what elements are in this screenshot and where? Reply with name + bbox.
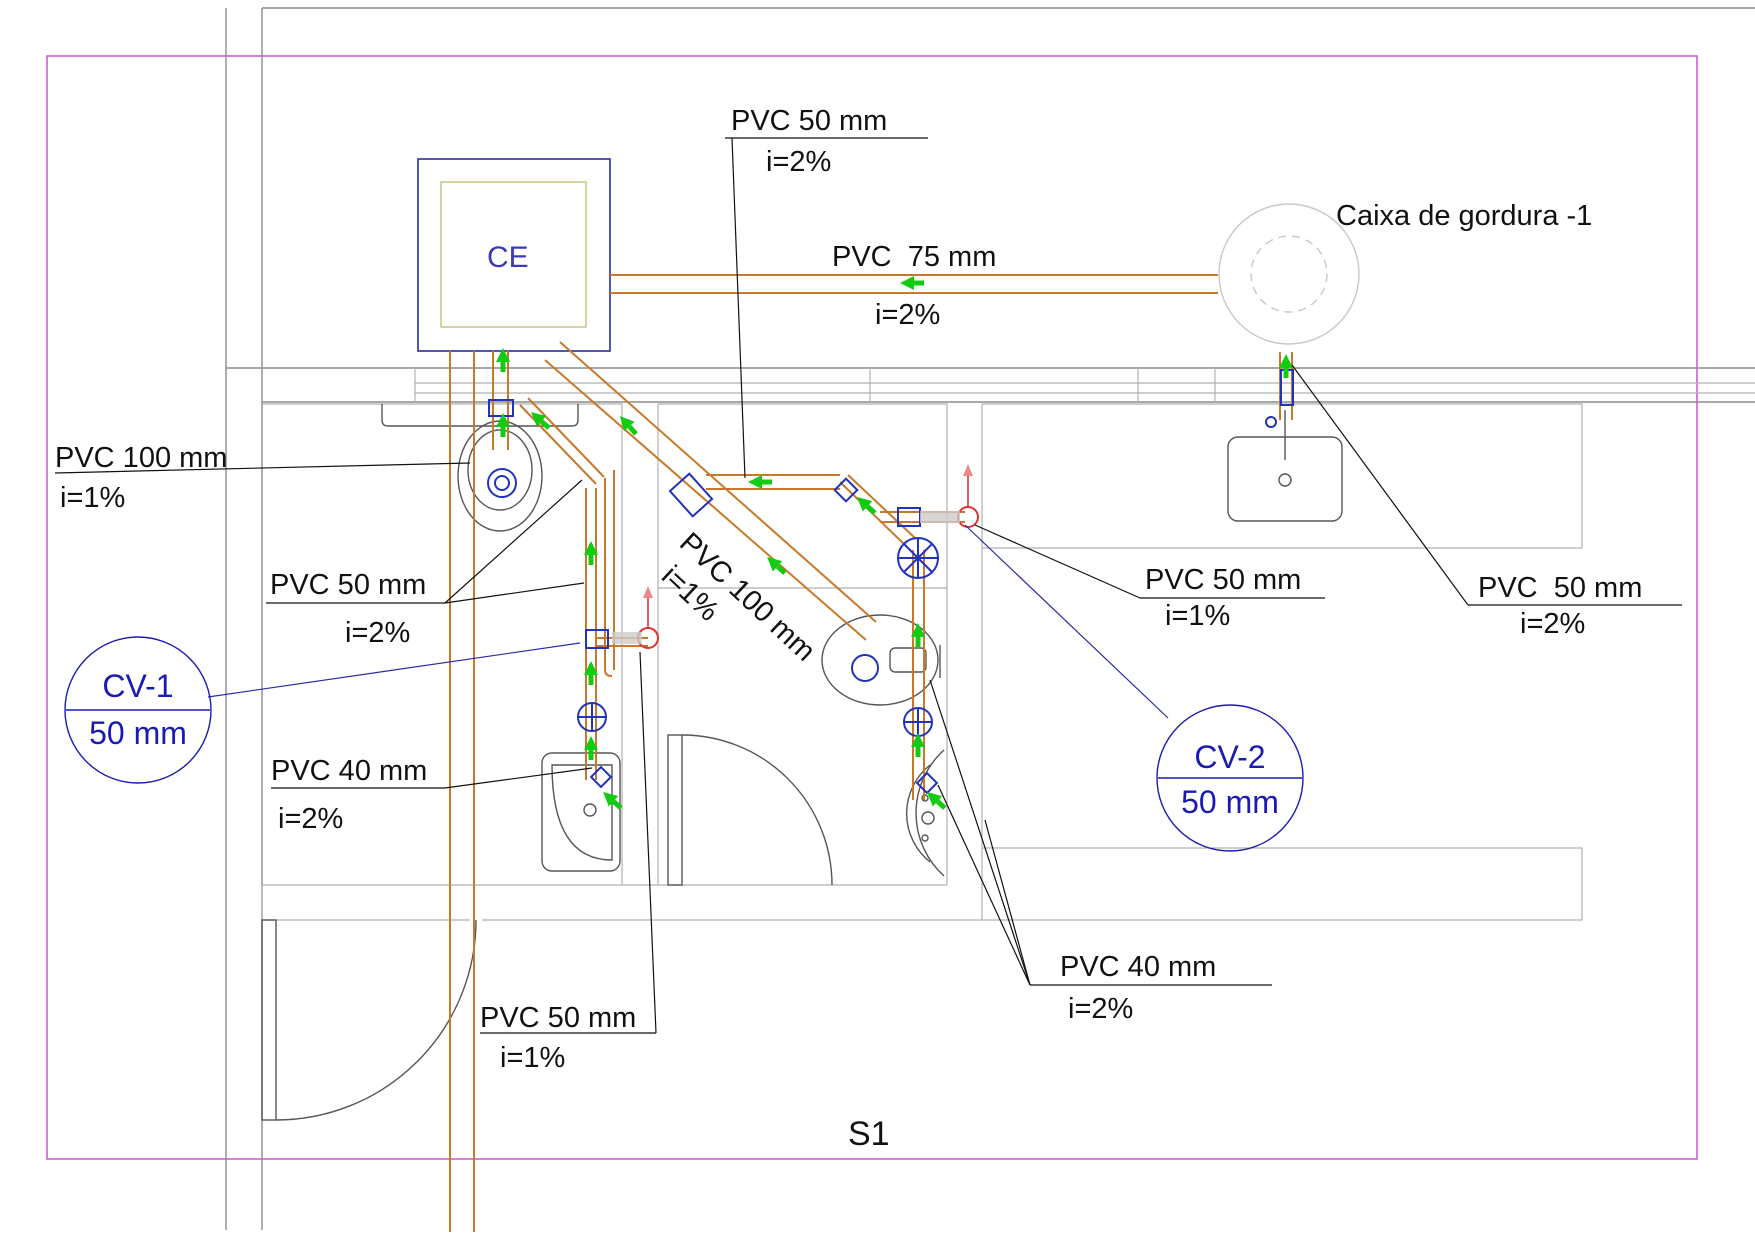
pipe-label-pvc40-bottom-slope: i=2% — [1068, 993, 1133, 1025]
pipe-label-pvc40-left-name: PVC 40 mm — [271, 755, 427, 787]
pipe-label-pvc50-right-slope: i=2% — [1520, 608, 1585, 640]
vent-id-cv2: CV-2 — [1194, 739, 1265, 775]
leader-lines — [54, 137, 1682, 1034]
fittings — [487, 369, 1294, 795]
toilet-right — [821, 614, 941, 706]
inspection-box-label: CE — [487, 241, 529, 274]
grease-box-label: Caixa de gordura -1 — [1336, 200, 1592, 232]
washbasin-right — [906, 749, 945, 877]
pipe-label-pvc50-top-name: PVC 50 mm — [731, 105, 887, 137]
pipe-label-pvc50-top-slope: i=2% — [766, 146, 831, 178]
pipe-labels: PVC 75 mm i=2% PVC 50 mm i=2% PVC 100 mm… — [55, 105, 1642, 1074]
pipe-label-pvc50-mid-name: PVC 50 mm — [1145, 564, 1301, 596]
vent-callout-cv2: CV-2 50 mm — [1156, 704, 1304, 852]
pipe-label-pvc50-left-name: PVC 50 mm — [270, 569, 426, 601]
vent-size-cv2: 50 mm — [1181, 784, 1279, 820]
doors — [261, 734, 833, 1121]
pipe-label-pvc100-left-slope: i=1% — [60, 482, 125, 514]
vent-id-cv1: CV-1 — [102, 668, 173, 704]
pipe-label-pvc40-bottom-name: PVC 40 mm — [1060, 951, 1216, 983]
kitchen-sink — [1227, 410, 1343, 522]
pipe-label-pvc50-mid-slope: i=1% — [1165, 600, 1230, 632]
toilet-left — [381, 404, 579, 532]
grease-box: Caixa de gordura -1 — [1218, 200, 1592, 345]
pipe-label-pvc50-left-slope: i=2% — [345, 617, 410, 649]
vent-size-cv1: 50 mm — [89, 715, 187, 751]
pipe-label-pvc75-slope: i=2% — [875, 299, 940, 331]
pipe-label-pvc40-left-slope: i=2% — [278, 803, 343, 835]
pipe-label-pvc100-left-name: PVC 100 mm — [55, 442, 227, 474]
pipe-label-pvc75-name: PVC 75 mm — [832, 241, 996, 273]
room-label: S1 — [848, 1115, 890, 1153]
sheet-border — [46, 55, 1698, 1160]
vent-callout-cv1: CV-1 50 mm — [64, 636, 212, 784]
inspection-box: CE — [417, 158, 611, 352]
pipe-label-pvc50-right-name: PVC 50 mm — [1478, 572, 1642, 604]
vent-riser-icon — [612, 464, 979, 649]
pipe-label-pvc50-bottom-slope: i=1% — [500, 1042, 565, 1074]
walls — [225, 7, 1755, 1230]
washbasin-left — [541, 752, 621, 872]
pipe-label-pvc50-bottom-name: PVC 50 mm — [480, 1002, 636, 1034]
